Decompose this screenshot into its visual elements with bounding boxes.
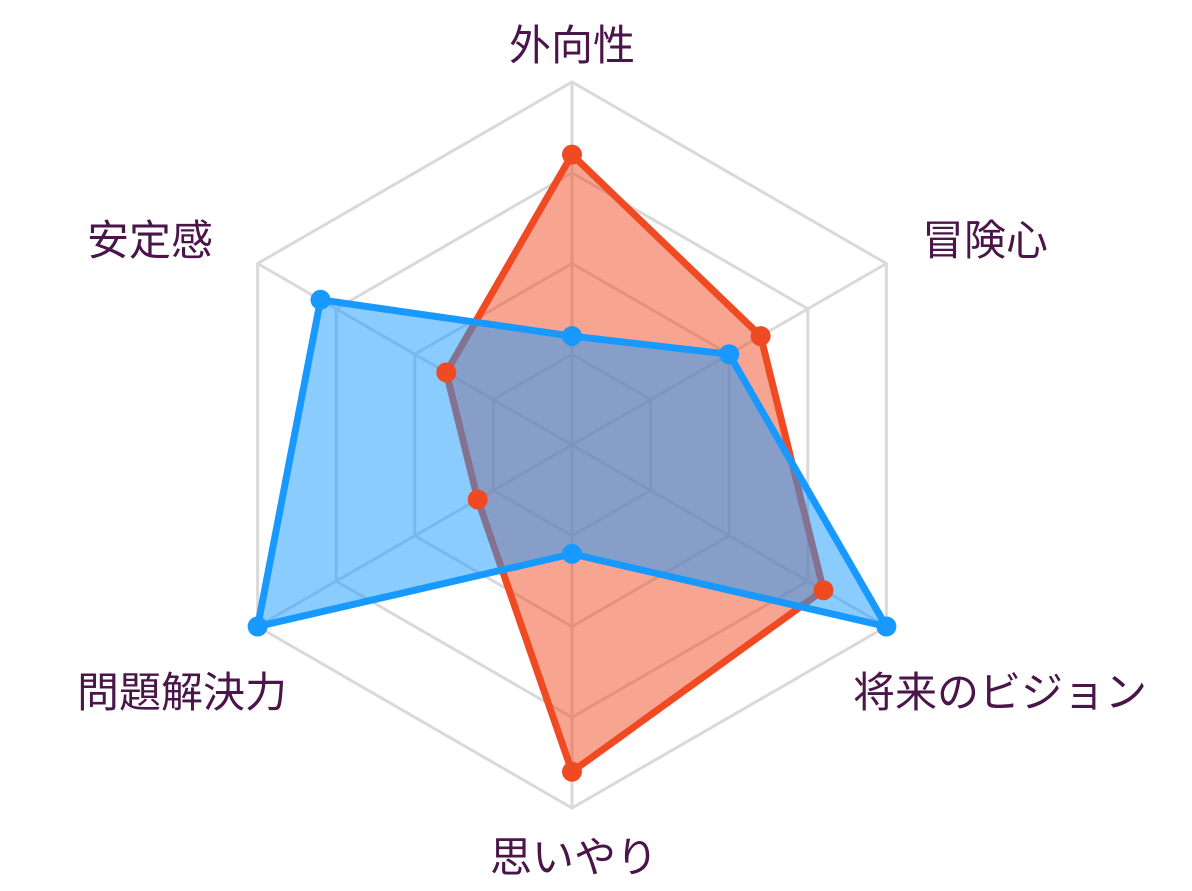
data-point bbox=[247, 616, 268, 637]
axis-label: 冒険心 bbox=[922, 216, 1048, 265]
data-point bbox=[750, 326, 771, 347]
data-point bbox=[719, 344, 740, 365]
data-point bbox=[562, 543, 582, 564]
axis-label: 将来のビジョン bbox=[853, 668, 1147, 717]
data-point bbox=[310, 289, 331, 310]
axis-label: 思いやり bbox=[490, 833, 658, 882]
data-point bbox=[562, 326, 582, 347]
data-point bbox=[813, 580, 834, 601]
axis-label: 外向性 bbox=[509, 21, 635, 70]
data-point bbox=[562, 761, 582, 782]
axis-label: 問題解決力 bbox=[77, 668, 287, 717]
radar-series bbox=[247, 144, 897, 782]
data-point bbox=[876, 616, 897, 637]
data-point bbox=[562, 144, 582, 165]
data-point bbox=[436, 362, 457, 383]
data-point bbox=[467, 489, 488, 510]
axis-label: 安定感 bbox=[87, 216, 213, 265]
